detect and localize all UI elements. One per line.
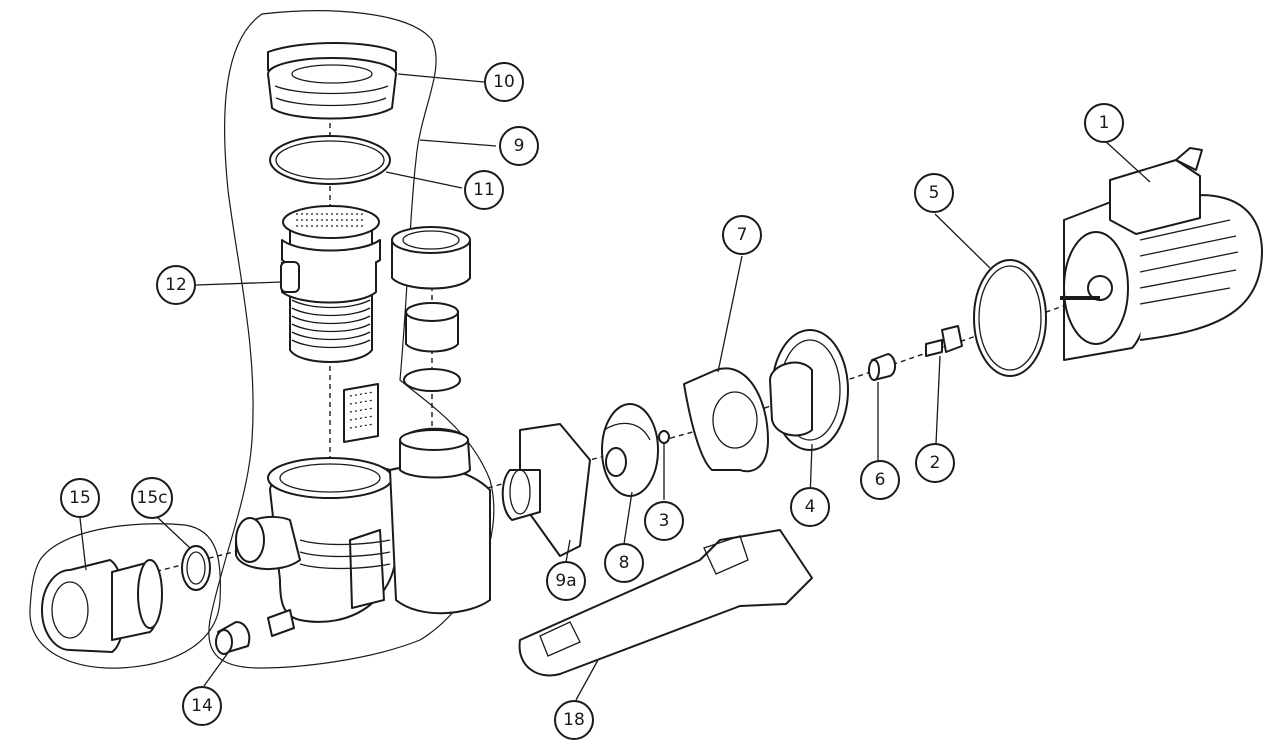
callout-label: 2 <box>930 453 941 473</box>
callout-1: 1 <box>1084 103 1124 143</box>
callout-label: 11 <box>473 180 495 200</box>
impeller-part <box>601 403 659 497</box>
leader-11 <box>385 171 463 189</box>
callout-label: 6 <box>875 470 886 490</box>
callout-4: 4 <box>790 487 830 527</box>
callout-label: 12 <box>165 275 187 295</box>
leader-1 <box>1103 139 1151 183</box>
callout-label: 9 <box>514 136 525 156</box>
callout-label: 15c <box>137 488 168 508</box>
leader-10 <box>397 73 485 83</box>
callout-15: 15 <box>60 478 100 518</box>
callout-14: 14 <box>182 686 222 726</box>
housing-group-outline <box>208 10 495 669</box>
callout-11: 11 <box>464 170 504 210</box>
motor-part <box>1060 147 1263 361</box>
seal-plate-part <box>683 367 769 473</box>
callout-label: 1 <box>1099 113 1110 133</box>
callout-label: 5 <box>929 183 940 203</box>
drain-plug-part <box>215 609 295 655</box>
callout-label: 8 <box>619 553 630 573</box>
callout-label: 10 <box>493 72 515 92</box>
seal-housing-part <box>769 329 849 451</box>
leader-12 <box>195 281 283 286</box>
pump-housing-part <box>235 427 491 623</box>
leader-8 <box>623 491 633 545</box>
leader-2 <box>935 355 941 445</box>
callout-label: 4 <box>805 497 816 517</box>
callout-label: 15 <box>69 488 91 508</box>
outlet-union-part <box>391 226 471 392</box>
impeller-nut-part <box>658 430 670 444</box>
strainer-basket-part <box>280 205 381 363</box>
callout-3: 3 <box>644 501 684 541</box>
union-group-outline <box>29 523 221 669</box>
leader-15 <box>79 517 87 571</box>
callout-9a: 9a <box>546 561 586 601</box>
callout-8: 8 <box>604 543 644 583</box>
callout-7: 7 <box>722 215 762 255</box>
filter-pad-part <box>343 383 379 443</box>
motor-o-ring-part <box>973 259 1047 377</box>
lid-part <box>267 42 397 120</box>
callout-15c: 15c <box>131 477 173 519</box>
diffuser-part <box>501 423 591 557</box>
pump-base-part <box>518 529 813 677</box>
callout-5: 5 <box>914 173 954 213</box>
callout-label: 3 <box>659 511 670 531</box>
leader-7 <box>717 255 743 373</box>
callout-label: 14 <box>191 696 213 716</box>
callout-6: 6 <box>860 460 900 500</box>
inlet-union-part <box>41 545 211 653</box>
callout-2: 2 <box>915 443 955 483</box>
callout-label: 18 <box>563 710 585 730</box>
lid-o-ring-part <box>269 135 391 185</box>
callout-12: 12 <box>156 265 196 305</box>
callout-10: 10 <box>484 62 524 102</box>
callout-label: 9a <box>555 571 576 591</box>
callout-label: 7 <box>737 225 748 245</box>
leader-18 <box>575 659 599 701</box>
leader-9a <box>565 539 571 563</box>
leader-15c <box>155 515 191 549</box>
shaft-seal-part <box>868 353 896 381</box>
leader-5 <box>934 213 991 269</box>
leader-9 <box>419 139 497 147</box>
leader-14 <box>203 649 231 687</box>
shaft-part <box>925 325 963 357</box>
callout-9: 9 <box>499 126 539 166</box>
callout-18: 18 <box>554 700 594 740</box>
